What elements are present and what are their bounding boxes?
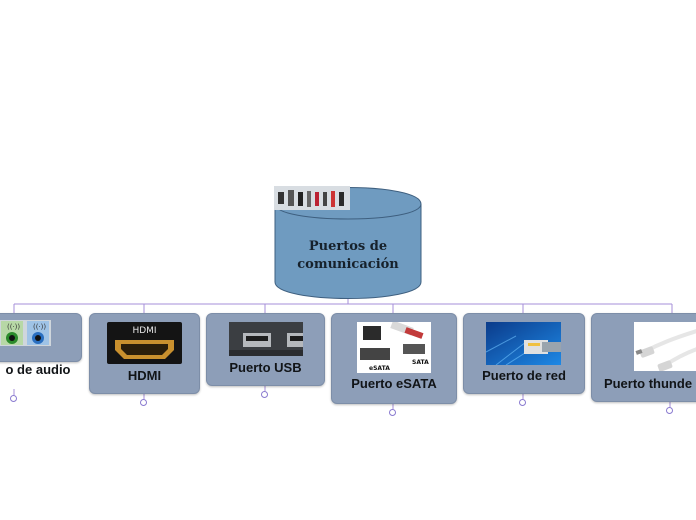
- svg-text:((·)): ((·)): [7, 323, 20, 331]
- node-usb[interactable]: Puerto USB: [206, 313, 325, 386]
- esata-image-text: eSATA: [369, 365, 390, 372]
- collapse-badge-usb[interactable]: [261, 391, 268, 398]
- root-title: Puertos de comunicación: [274, 238, 422, 274]
- root-node[interactable]: Puertos de comunicación: [274, 186, 422, 300]
- node-hdmi[interactable]: HDMI HDMI: [89, 313, 200, 394]
- root-title-line2: comunicación: [297, 257, 399, 272]
- node-red-label: Puerto de red: [482, 368, 566, 383]
- collapse-badge-audio[interactable]: [10, 395, 17, 402]
- collapse-badge-esata[interactable]: [389, 409, 396, 416]
- collapse-badge-thunder[interactable]: [666, 407, 673, 414]
- node-thunder[interactable]: Puerto thunde: [591, 313, 696, 402]
- node-thunder-label: Puerto thunde: [603, 376, 693, 391]
- svg-text:((·)): ((·)): [33, 323, 46, 331]
- root-title-line1: Puertos de: [308, 239, 388, 254]
- node-audio-label: o de audio: [5, 362, 71, 377]
- node-esata[interactable]: eSATA SATA Puerto eSATA: [331, 313, 457, 404]
- network-port-image: [486, 322, 561, 365]
- hdmi-port-image: HDMI: [107, 322, 182, 364]
- node-red[interactable]: Puerto de red: [463, 313, 585, 394]
- esata-port-image: eSATA SATA: [357, 322, 431, 373]
- node-usb-label: Puerto USB: [229, 360, 302, 375]
- sata-image-text: SATA: [412, 359, 429, 366]
- collapse-badge-hdmi[interactable]: [140, 399, 147, 406]
- node-esata-label: Puerto eSATA: [351, 376, 437, 391]
- hdmi-image-text: HDMI: [132, 326, 156, 336]
- node-hdmi-label: HDMI: [127, 368, 162, 383]
- usb-port-image: [229, 322, 303, 356]
- thunderbolt-cable-image: [634, 322, 696, 371]
- connectors-image: [274, 186, 350, 210]
- node-audio[interactable]: ((·)) ((·)) o de audio: [0, 313, 82, 377]
- collapse-badge-red[interactable]: [519, 399, 526, 406]
- audio-jack-image: ((·)) ((·)): [0, 320, 51, 346]
